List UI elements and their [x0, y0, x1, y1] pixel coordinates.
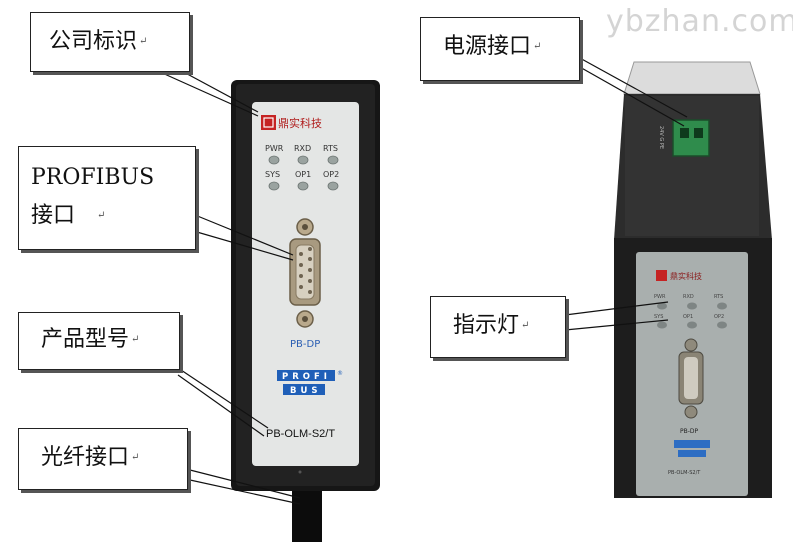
callout-power-port-text: 电源接口 — [443, 34, 532, 59]
callout-fiber-port-text: 光纤接口 — [41, 445, 130, 470]
right-brand: 鼎实科技 — [670, 271, 702, 281]
leader-lines — [159, 56, 688, 505]
power-pin-labels: 24V G PE — [658, 126, 664, 149]
callout-indicator-text: 指示灯 — [453, 313, 520, 338]
callout-indicator: 指示灯↵ — [430, 296, 566, 358]
left-model-label: PB-OLM-S2/T — [266, 428, 335, 440]
right-led-label: PWR — [654, 294, 666, 300]
left-led-label: RTS — [323, 144, 338, 153]
callout-product-model-text: 产品型号 — [41, 327, 130, 352]
left-logo-icon — [261, 115, 276, 130]
callout-profibus-port: PROFIBUS 接口↵ — [18, 146, 196, 250]
left-port-label: PB-DP — [290, 339, 320, 350]
left-led-label: OP1 — [295, 170, 311, 179]
watermark: ybzhan.com — [606, 4, 793, 39]
power-terminal — [672, 119, 710, 157]
left-led — [327, 155, 339, 165]
left-led — [297, 155, 309, 165]
right-led-label: SYS — [654, 314, 663, 320]
left-db9-connector — [289, 218, 321, 328]
right-device: 24V G PE 鼎实科技 PWR RXD RTS SYS OP1 OP2 PB… — [614, 61, 772, 498]
right-led-label: RTS — [714, 294, 723, 300]
callout-profibus-line2: 接口 — [31, 203, 76, 228]
right-model-label: PB-OLM-S2/T — [668, 470, 701, 476]
left-led-label: OP2 — [323, 170, 339, 179]
left-led-label: RXD — [294, 144, 311, 153]
left-led — [297, 181, 309, 191]
left-brand: 鼎实科技 — [278, 116, 322, 130]
left-led — [327, 181, 339, 191]
left-led-label: SYS — [265, 170, 280, 179]
callout-product-model: 产品型号↵ — [18, 312, 180, 370]
callout-fiber-port: 光纤接口↵ — [18, 428, 188, 490]
callout-profibus-line1: PROFIBUS — [31, 165, 155, 190]
callout-company-logo: 公司标识↵ — [30, 12, 190, 72]
fiber-cable — [292, 486, 322, 542]
callout-company-logo-text: 公司标识 — [49, 29, 138, 54]
bus-text: BUS — [290, 386, 322, 396]
left-led — [268, 155, 280, 165]
left-led-label: PWR — [265, 144, 284, 153]
left-led — [268, 181, 280, 191]
right-led-label: OP1 — [683, 314, 693, 320]
left-device: 鼎实科技 PWR RXD RTS SYS OP1 OP2 — [231, 80, 380, 542]
svg-text:®: ® — [337, 370, 343, 377]
right-led-label: OP2 — [714, 314, 724, 320]
profi-text: PROFI — [282, 372, 331, 382]
right-led-label: RXD — [683, 294, 694, 300]
profibus-logo: PROFI BUS ® — [277, 370, 343, 396]
callout-power-port: 电源接口↵ — [420, 17, 580, 81]
right-port-label: PB-DP — [680, 428, 699, 435]
